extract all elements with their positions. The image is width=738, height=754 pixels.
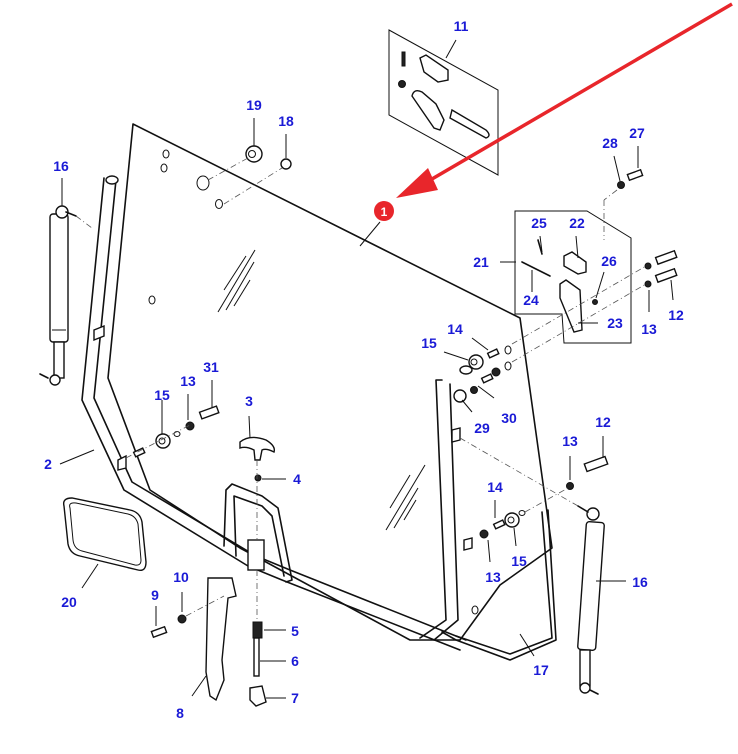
callout-14-upper: 14 bbox=[447, 321, 463, 337]
callout-10: 10 bbox=[173, 569, 189, 585]
hinge-kit-part-11 bbox=[388, 29, 499, 176]
callout-15-upper: 15 bbox=[421, 335, 437, 351]
callout-30: 30 bbox=[501, 410, 517, 426]
callout-11: 11 bbox=[454, 18, 469, 34]
callout-3: 3 bbox=[245, 393, 253, 409]
callout-15-left: 15 bbox=[154, 387, 170, 403]
callout-12-mid-right: 12 bbox=[595, 414, 611, 430]
callout-20: 20 bbox=[61, 594, 77, 610]
hardware-fasteners bbox=[125, 145, 678, 707]
latch-bracket bbox=[223, 483, 293, 583]
callout-27: 27 bbox=[629, 125, 645, 141]
gas-strut-left-part-16 bbox=[39, 205, 93, 386]
callout-19: 19 bbox=[246, 97, 262, 113]
callout-26: 26 bbox=[601, 253, 617, 269]
callout-23: 23 bbox=[607, 315, 623, 331]
callout-17: 17 bbox=[533, 662, 549, 678]
callout-8: 8 bbox=[176, 705, 184, 721]
callout-2: 2 bbox=[44, 456, 52, 472]
callout-13-mid-right: 13 bbox=[562, 433, 578, 449]
callout-28: 28 bbox=[602, 135, 618, 151]
hinge-kit-box bbox=[514, 210, 632, 344]
glass-reflection-hatch-lower bbox=[385, 464, 426, 531]
gas-strut-right-part-16 bbox=[459, 437, 605, 695]
callout-5: 5 bbox=[291, 623, 299, 639]
highlight-marker: 1 bbox=[374, 201, 394, 221]
callout-18: 18 bbox=[278, 113, 294, 129]
mirror-part-20 bbox=[62, 497, 147, 572]
callout-25: 25 bbox=[531, 215, 547, 231]
callout-13-top-right: 13 bbox=[641, 321, 657, 337]
callout-21: 21 bbox=[473, 254, 489, 270]
callout-16-left: 16 bbox=[53, 158, 69, 174]
callout-labels: 11 19 18 16 28 27 25 22 21 26 24 23 13 1… bbox=[44, 18, 684, 721]
callout-24: 24 bbox=[523, 292, 539, 308]
callout-14-lower: 14 bbox=[487, 479, 503, 495]
highlight-marker-label: 1 bbox=[381, 205, 388, 219]
callout-31: 31 bbox=[203, 359, 219, 375]
callout-16-right: 16 bbox=[632, 574, 648, 590]
callout-13-left: 13 bbox=[180, 373, 196, 389]
callout-12-top-right: 12 bbox=[668, 307, 684, 323]
callout-9: 9 bbox=[151, 587, 159, 603]
callout-13-lower: 13 bbox=[485, 569, 501, 585]
frame-part-2 bbox=[81, 175, 467, 651]
callout-29: 29 bbox=[474, 420, 490, 436]
callout-22: 22 bbox=[569, 215, 585, 231]
highlight-arrow bbox=[396, 2, 733, 198]
leader-lines bbox=[59, 39, 674, 699]
callout-7: 7 bbox=[291, 690, 299, 706]
callout-6: 6 bbox=[291, 653, 299, 669]
frame-part-17 bbox=[419, 365, 557, 661]
callout-4: 4 bbox=[293, 471, 301, 487]
glass-reflection-hatch-upper bbox=[217, 249, 256, 313]
callout-15-lower: 15 bbox=[511, 553, 527, 569]
